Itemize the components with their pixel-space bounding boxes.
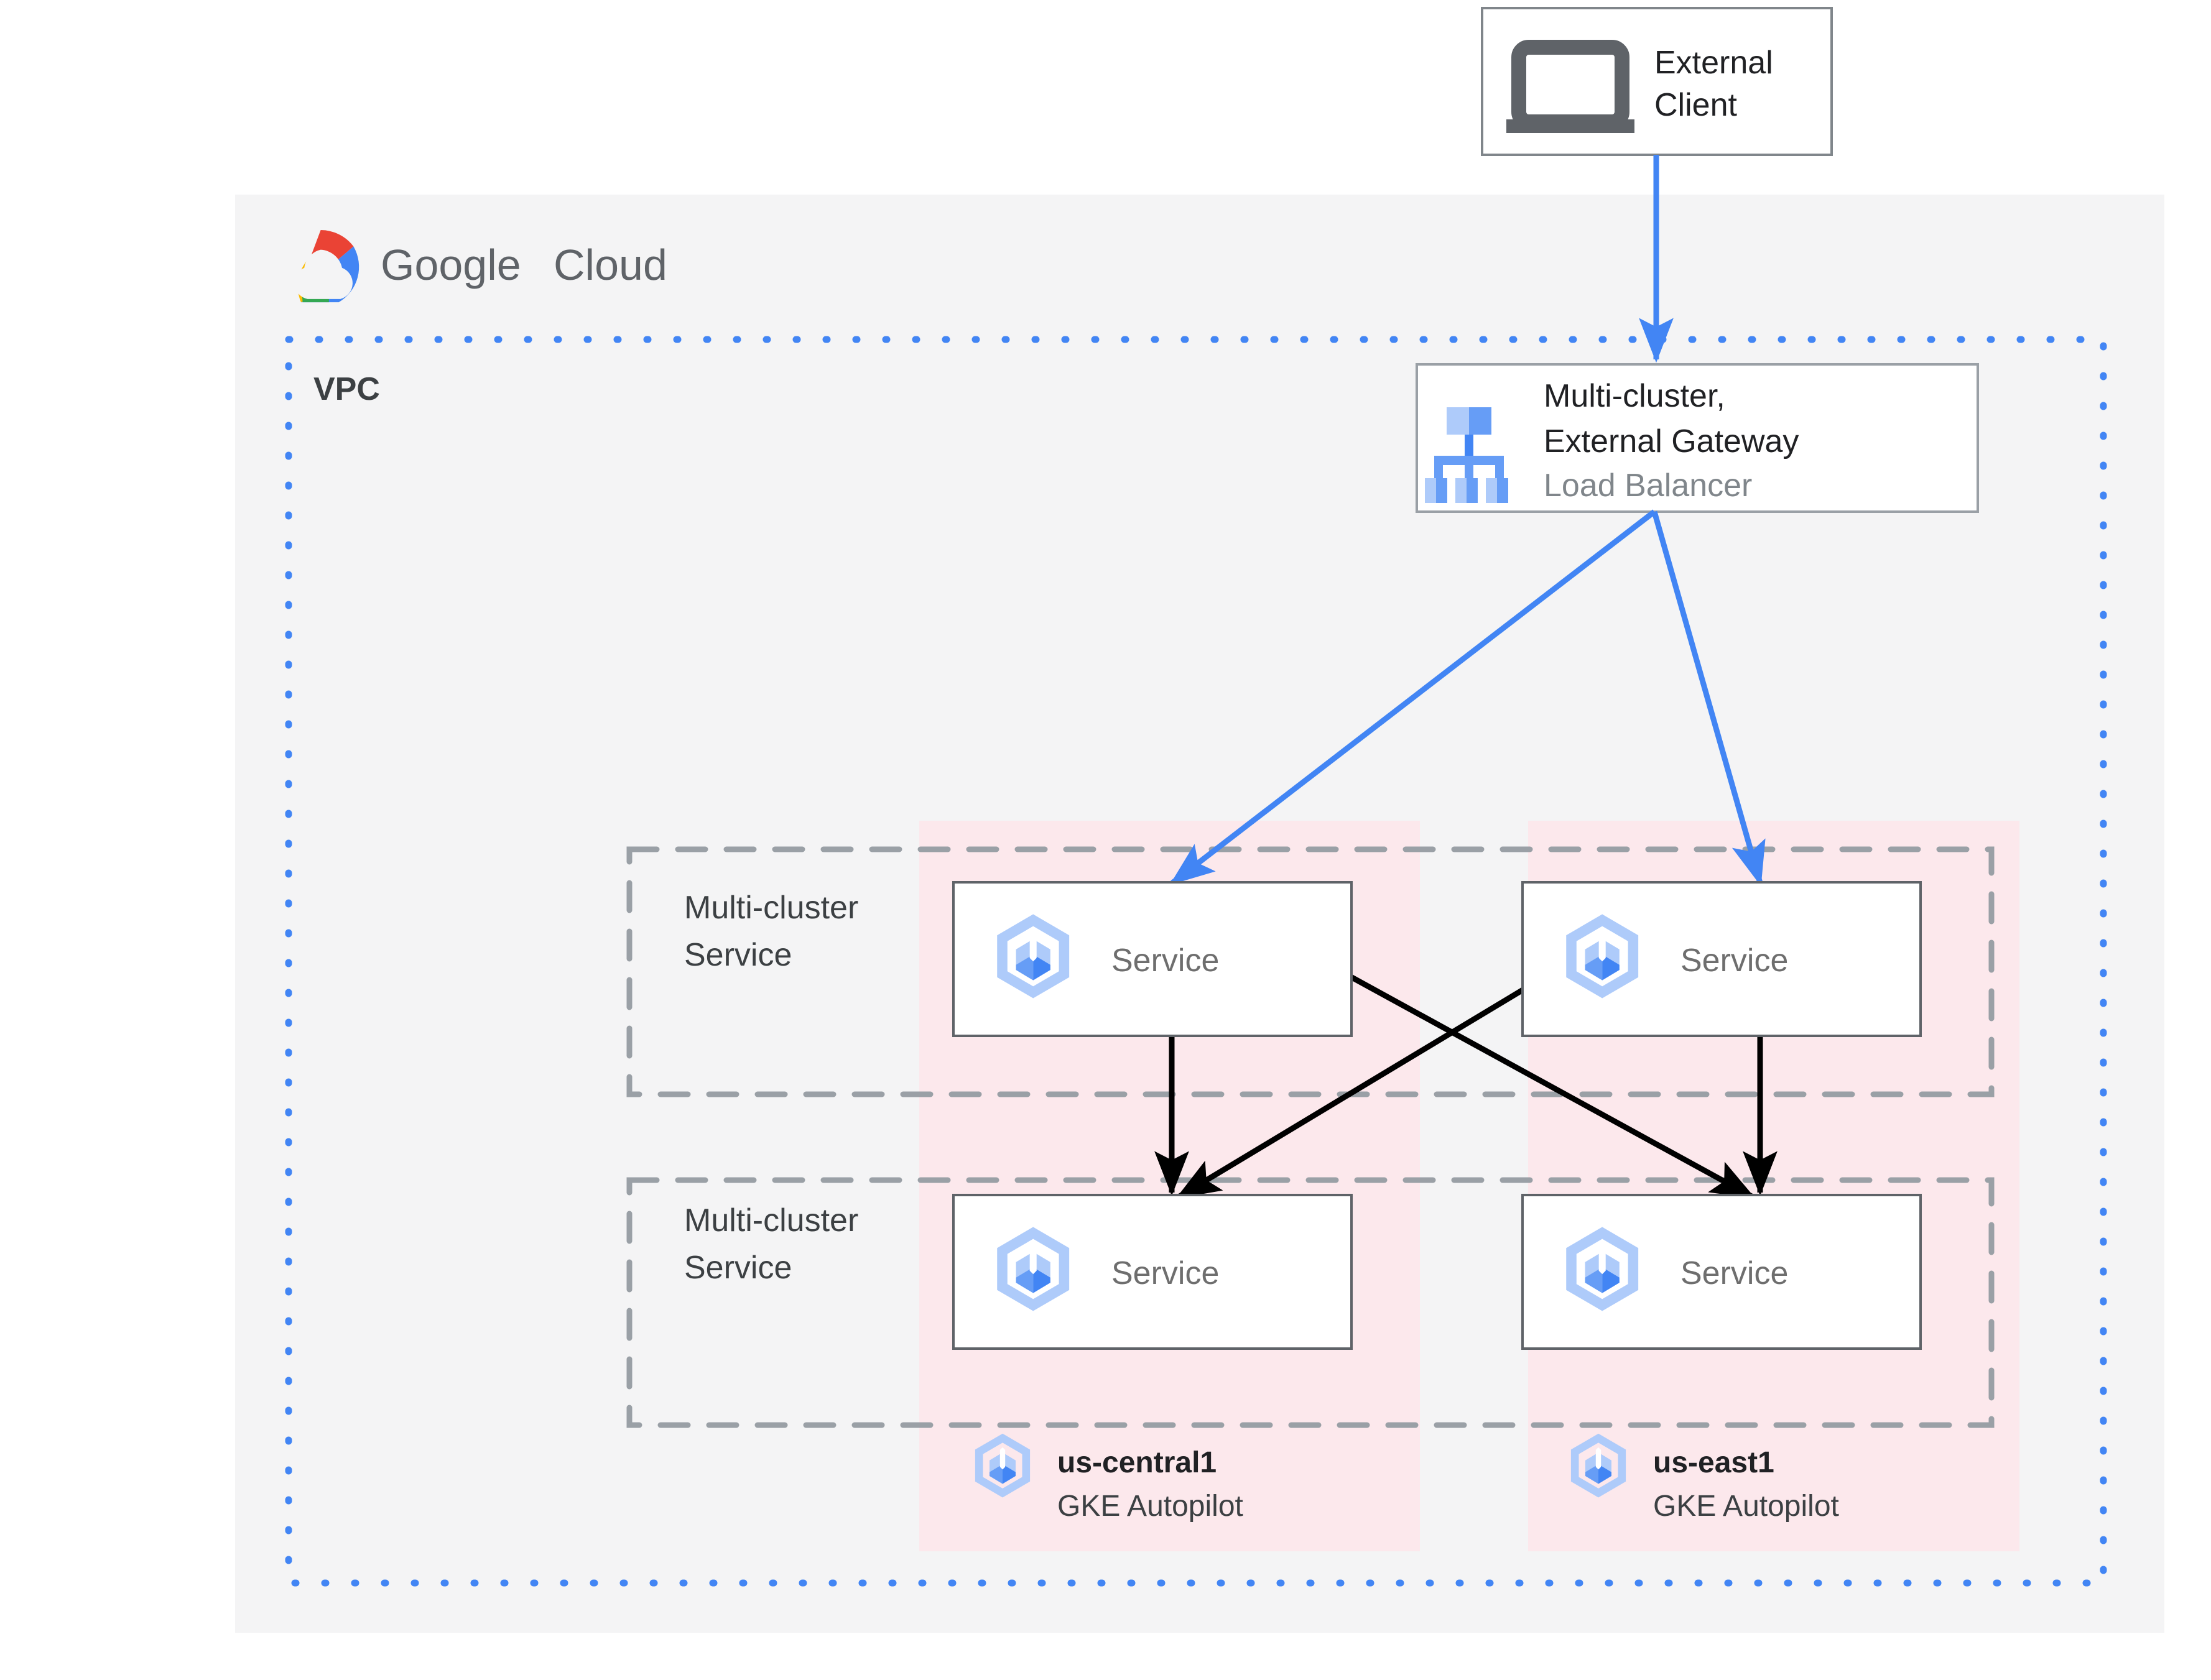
arrow-lb-to-service-us-east1 bbox=[1651, 510, 1766, 887]
load-balancer-label-line2: External Gateway bbox=[1544, 423, 1799, 459]
vpc-boundary bbox=[285, 336, 2107, 1587]
google-cloud-logo-text-2: Cloud bbox=[554, 241, 667, 289]
service-node-east-bottom[interactable] bbox=[1521, 1194, 1922, 1350]
load-balancer-node[interactable] bbox=[1416, 363, 1979, 513]
load-balancer-label-line1: Multi-cluster, bbox=[1544, 378, 1725, 414]
multicluster-service-box-2 bbox=[626, 1177, 1995, 1428]
mcs-2-label-line2: Service bbox=[684, 1250, 792, 1286]
vpc-label: VPC bbox=[313, 371, 380, 407]
arrow-east-top-to-central-bottom bbox=[1175, 974, 1547, 1199]
service-node-east-top[interactable] bbox=[1521, 881, 1922, 1037]
service-node-central-bottom[interactable] bbox=[952, 1194, 1353, 1350]
cluster-type-us-central1: GKE Autopilot bbox=[1057, 1490, 1243, 1523]
google-cloud-logo-text-1: Google bbox=[381, 241, 521, 289]
mcs-1-label-line2: Service bbox=[684, 937, 792, 973]
cluster-type-us-east1: GKE Autopilot bbox=[1653, 1490, 1839, 1523]
service-label-central-bottom: Service bbox=[1111, 1255, 1219, 1291]
gke-service-icon bbox=[997, 914, 1070, 999]
external-client-label-line2: Client bbox=[1654, 87, 1737, 123]
load-balancer-icon bbox=[1425, 407, 1508, 503]
laptop-icon bbox=[1506, 40, 1634, 133]
service-label-east-bottom: Service bbox=[1680, 1255, 1788, 1291]
cluster-name-us-east1: us-east1 bbox=[1653, 1446, 1774, 1479]
arrow-lb-to-service-us-central1 bbox=[1169, 509, 1656, 885]
cluster-name-us-central1: us-central1 bbox=[1057, 1446, 1217, 1479]
external-client-label-line1: External bbox=[1654, 45, 1773, 81]
arrow-central-top-to-east-bottom bbox=[1348, 974, 1756, 1199]
load-balancer-label-line3: Load Balancer bbox=[1544, 468, 1752, 504]
gke-cluster-icon bbox=[1570, 1433, 1626, 1498]
mcs-1-label-line1: Multi-cluster bbox=[684, 890, 858, 926]
mcs-2-label-line1: Multi-cluster bbox=[684, 1202, 858, 1239]
gke-service-icon bbox=[1566, 914, 1639, 999]
multicluster-service-box-1 bbox=[626, 846, 1995, 1097]
gke-cluster-icon bbox=[975, 1433, 1031, 1498]
gke-service-icon bbox=[1566, 1227, 1639, 1311]
google-cloud-logo-icon bbox=[294, 230, 359, 303]
gke-service-icon bbox=[997, 1227, 1070, 1311]
service-node-central-top[interactable] bbox=[952, 881, 1353, 1037]
service-label-east-top: Service bbox=[1680, 943, 1788, 979]
service-label-central-top: Service bbox=[1111, 943, 1219, 979]
external-client-node[interactable] bbox=[1481, 7, 1833, 156]
